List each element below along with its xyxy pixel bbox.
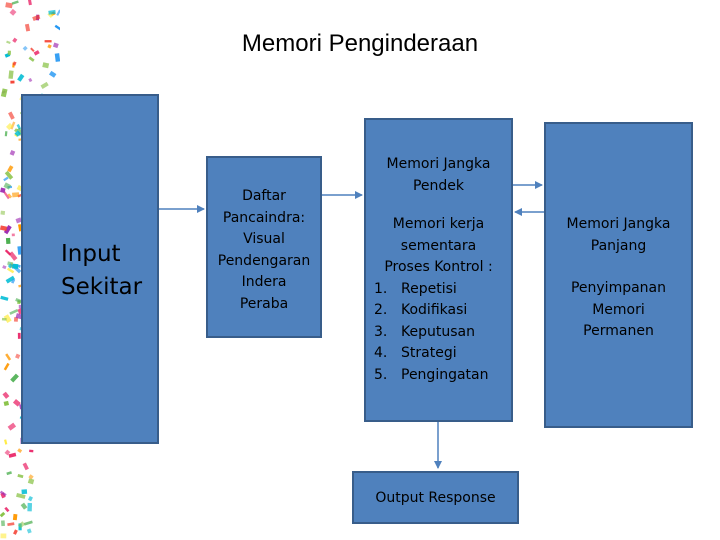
short-term-body-line: Memori kerja — [392, 216, 485, 232]
long-term-subtitle: Penyimpanan Memori Permanen — [546, 278, 691, 343]
list-item-number: 1. — [374, 280, 388, 297]
list-item-number: 3. — [374, 323, 388, 340]
output-response-box: Output Response — [352, 471, 519, 524]
sensory-line: Visual — [243, 231, 285, 247]
list-item-number: 2. — [374, 302, 388, 318]
sensory-line: Daftar — [242, 188, 286, 204]
long-term-label: Memori Jangka Panjang Penyimpanan Memori… — [546, 124, 691, 343]
control-process-list: 1. Repetisi 2. Kodifikasi 3. Keputusan 4. St… — [366, 279, 511, 387]
short-term-title-line: Memori Jangka — [386, 156, 491, 172]
input-line: Sekitar — [61, 274, 143, 300]
list-item-text: Strategi — [401, 345, 457, 361]
sensory-line: Indera — [241, 274, 287, 290]
long-term-memory-box: Memori Jangka Panjang Penyimpanan Memori… — [544, 122, 693, 428]
list-item-text: Kodifikasi — [401, 302, 468, 318]
short-term-body: Memori kerja sementara Proses Kontrol : … — [366, 214, 511, 386]
input-sekitar-box: Input Sekitar — [21, 94, 159, 444]
diagram-title: Memori Penginderaan — [241, 30, 479, 57]
list-item-number: 5. — [374, 366, 388, 383]
short-term-body-line: sementara — [400, 237, 477, 254]
list-item-text: Pengingatan — [401, 366, 489, 383]
long-term-sub-line: Memori — [592, 301, 645, 318]
long-term-sub-line: Permanen — [583, 323, 654, 339]
list-item: 2. Kodifikasi — [374, 300, 511, 322]
long-term-title-line: Panjang — [590, 237, 647, 254]
long-term-sub-line: Penyimpanan — [570, 280, 667, 296]
output-response-label: Output Response — [375, 490, 496, 506]
sensory-box-label: Daftar Pancaindra: Visual Pendengaran In… — [208, 158, 320, 315]
short-term-body-line: Proses Kontrol : — [384, 259, 493, 275]
input-line: Input — [61, 241, 121, 267]
input-box-label: Input Sekitar — [23, 238, 157, 304]
list-item-text: Keputusan — [401, 323, 475, 340]
sensory-line: Pancaindra: — [222, 209, 306, 226]
list-item-number: 4. — [374, 345, 388, 361]
list-item: 4. Strategi — [374, 343, 511, 365]
sensory-register-box: Daftar Pancaindra: Visual Pendengaran In… — [206, 156, 322, 338]
list-item-text: Repetisi — [401, 280, 457, 297]
list-item: 3. Keputusan — [374, 322, 511, 344]
list-item: 5. Pengingatan — [374, 365, 511, 387]
long-term-title-line: Memori Jangka — [566, 216, 671, 232]
sensory-line: Pendengaran — [217, 252, 311, 269]
short-term-memory-box: Memori Jangka Pendek Memori kerja sement… — [364, 118, 513, 422]
short-term-title-line: Pendek — [412, 177, 465, 194]
list-item: 1. Repetisi — [374, 279, 511, 301]
sensory-line: Peraba — [239, 295, 289, 312]
short-term-title: Memori Jangka Pendek — [366, 120, 511, 197]
